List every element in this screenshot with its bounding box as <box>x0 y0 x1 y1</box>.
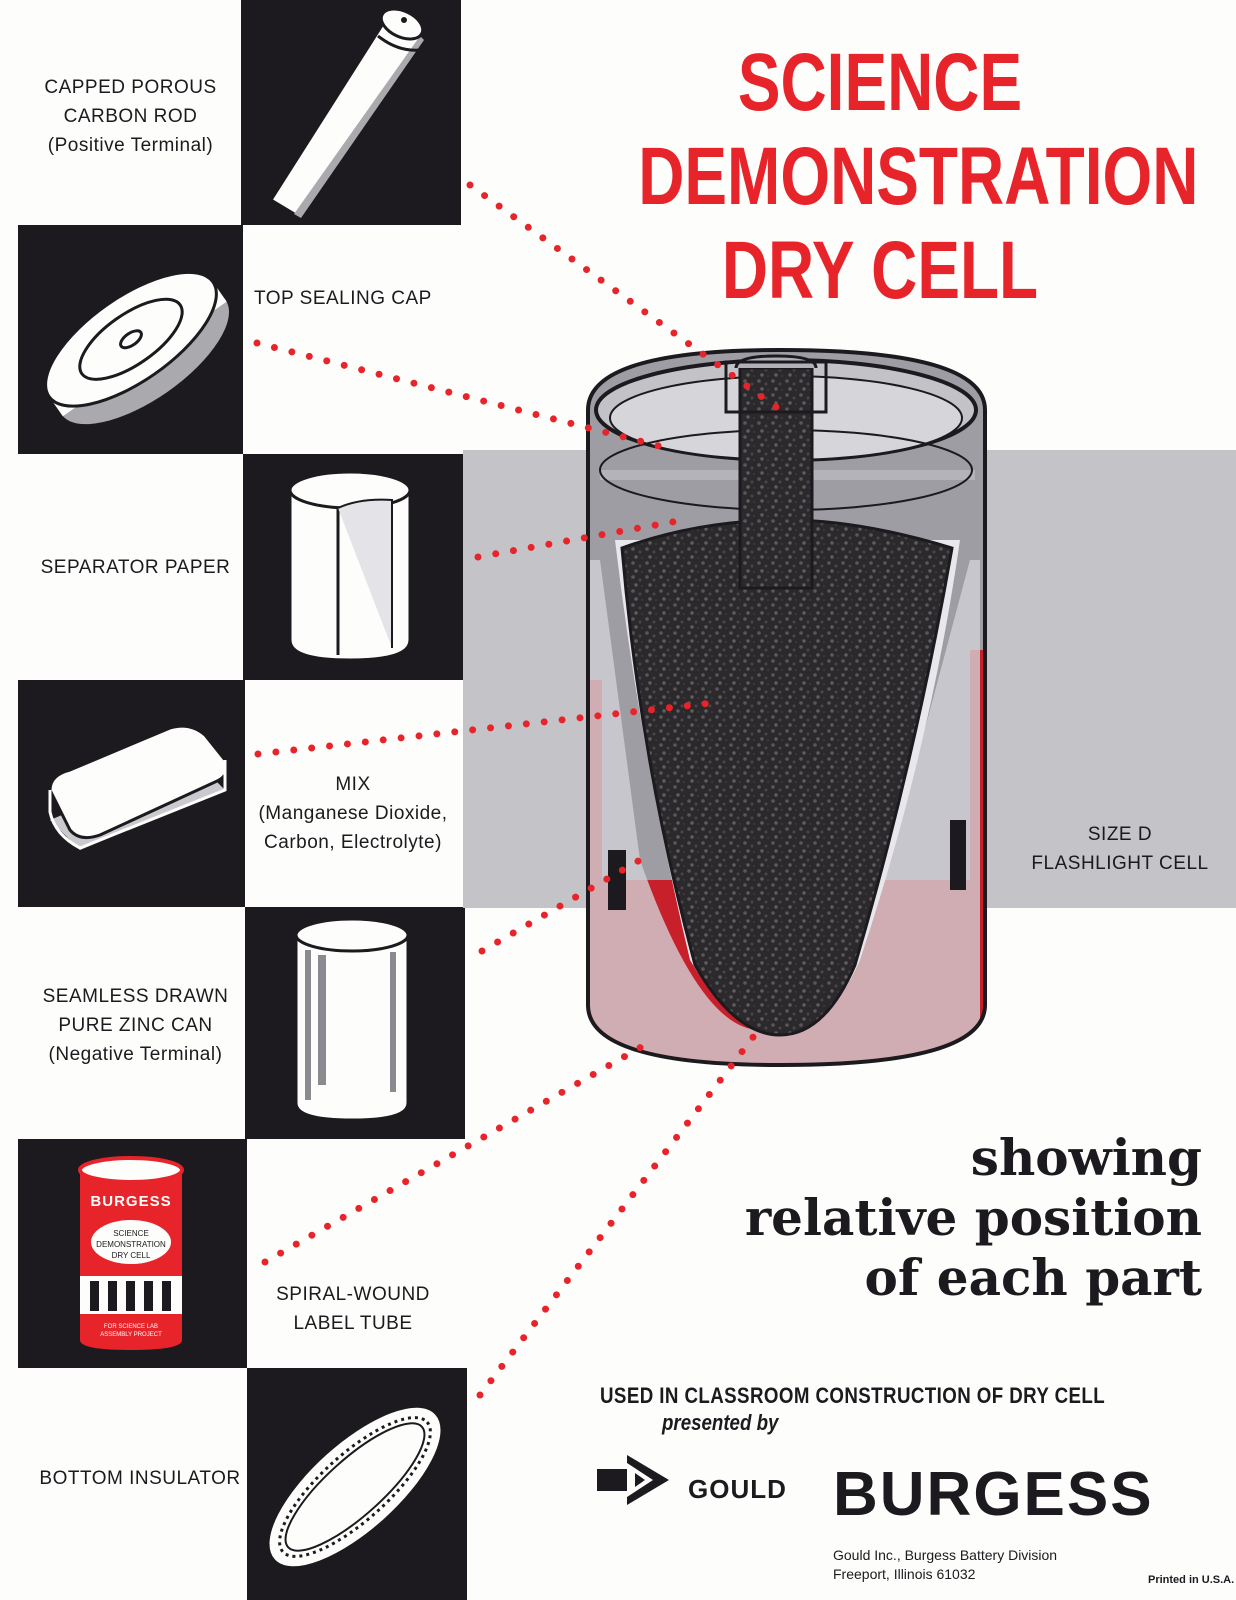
leader-line-top-sealing-cap <box>253 339 667 451</box>
footer-presented-by: presented by <box>662 1410 779 1435</box>
bottom-insulator-icon <box>269 1407 441 1567</box>
part-label-mix: MIX(Manganese Dioxide,Carbon, Electrolyt… <box>258 774 448 853</box>
part-label-top-sealing-cap: TOP SEALING CAP <box>254 288 432 309</box>
footer-used-text: USED IN CLASSROOM CONSTRUCTION OF DRY CE… <box>600 1383 1106 1408</box>
printed-in-usa: Printed in U.S.A. <box>1148 1574 1235 1586</box>
leader-line-bottom-insulator <box>476 1028 761 1399</box>
leader-line-label-tube <box>261 1038 654 1266</box>
grid-cell-1-left <box>18 0 241 225</box>
part-label-bottom-insulator: BOTTOM INSULATOR <box>39 1468 241 1489</box>
label-tube-line2: DEMONSTRATION <box>96 1240 166 1249</box>
gould-wordmark: GOULD <box>688 1474 787 1504</box>
mix-block-icon <box>48 724 229 850</box>
label-tube-line3: DRY CELL <box>112 1251 151 1260</box>
separator-paper-icon <box>288 470 412 662</box>
label-tube-line1: SCIENCE <box>113 1229 149 1238</box>
top-sealing-cap-icon <box>44 270 229 425</box>
dry-cell-cutaway <box>586 347 987 1068</box>
label-tube-bottom2: ASSEMBLY PROJECT <box>100 1332 162 1338</box>
leader-line-mix <box>254 699 716 758</box>
carbon-rod-icon <box>268 7 427 221</box>
zinc-can-icon <box>294 917 410 1122</box>
gould-logo-icon <box>597 1455 669 1505</box>
burgess-wordmark: BURGESS <box>833 1460 1154 1529</box>
label-tube-icon: BURGESS SCIENCE DEMONSTRATION DRY CELL F… <box>78 1156 184 1350</box>
label-tube-bottom1: FOR SCIENCE LAB <box>104 1324 158 1330</box>
leader-line-separator-paper <box>474 517 682 561</box>
part-label-separator-paper: SEPARATOR PAPER <box>40 557 231 578</box>
leader-lines <box>253 181 784 1399</box>
leader-line-zinc-can <box>478 856 644 955</box>
label-tube-brand: BURGESS <box>90 1193 171 1210</box>
